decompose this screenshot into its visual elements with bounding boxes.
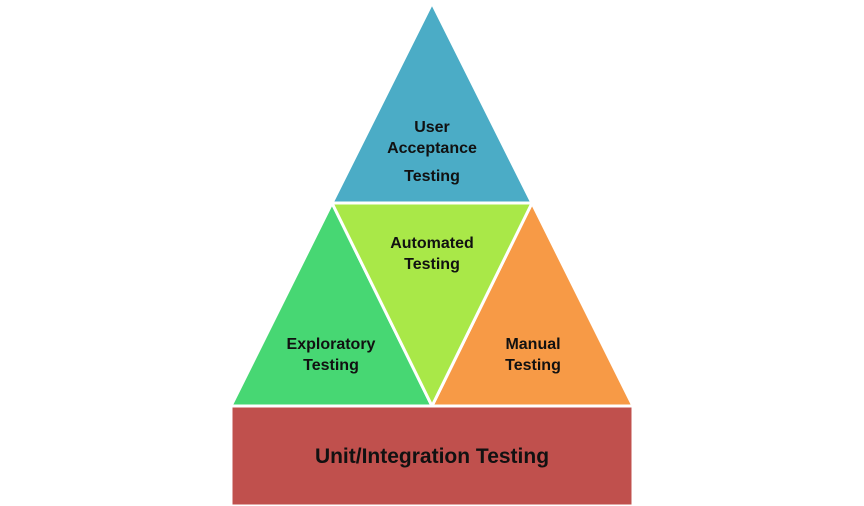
exploratory-testing-label: Exploratory Testing	[262, 334, 400, 376]
automated-testing-triangle	[329, 201, 535, 410]
label-line: Testing	[404, 168, 460, 185]
label-line: User	[414, 119, 450, 136]
label-line: Automated	[390, 235, 474, 252]
user-acceptance-testing-label: User Acceptance Testing	[360, 117, 504, 187]
unit-integration-testing-bar	[229, 404, 635, 506]
manual-testing-label: Manual Testing	[464, 334, 602, 376]
label-line: Testing	[404, 256, 460, 273]
unit-integration-testing-label: Unit/Integration Testing	[232, 443, 632, 471]
label-line: Testing	[303, 357, 359, 374]
label-line: Manual	[505, 336, 561, 353]
label-line: Exploratory	[286, 336, 376, 353]
automated-testing-label: Automated Testing	[360, 233, 504, 275]
label-line: Testing	[505, 357, 561, 374]
label-line: Acceptance	[387, 140, 477, 157]
label-line: Unit/Integration Testing	[314, 445, 550, 468]
